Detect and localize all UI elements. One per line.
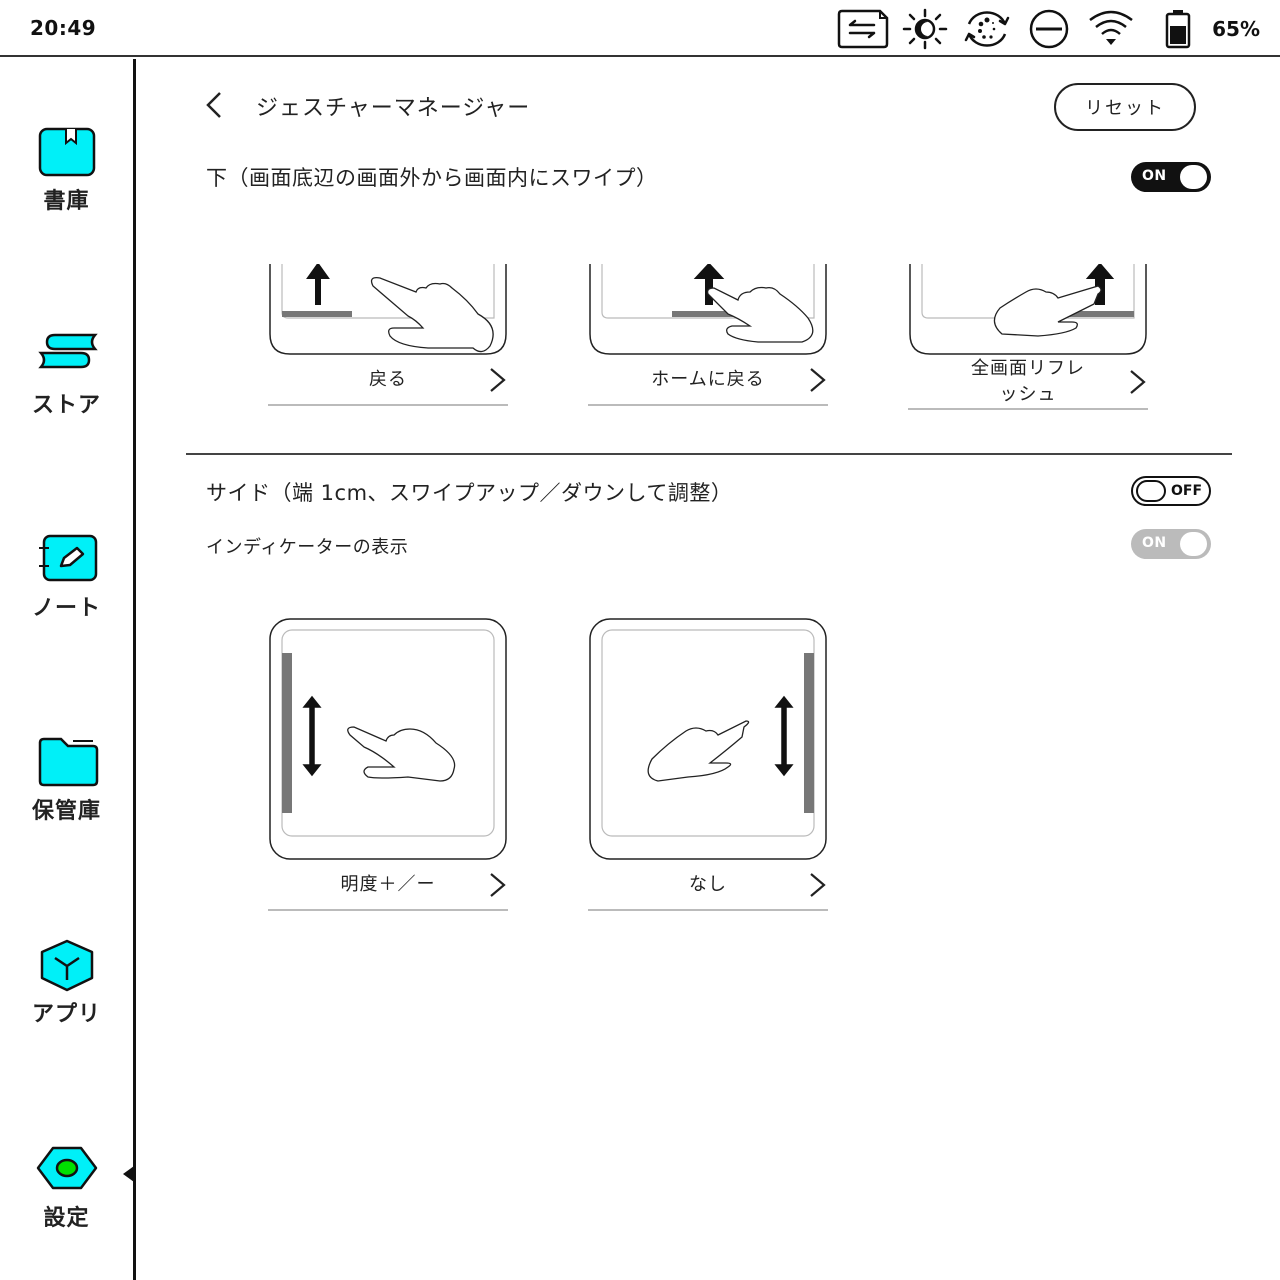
chevron-right-icon [810, 873, 826, 897]
chevron-right-icon [490, 368, 506, 392]
bottom-gesture-label: 下（画面底辺の画面外から画面内にスワイプ） [206, 166, 658, 190]
sidebar-item-label: ノート [31, 596, 101, 621]
card-caption: ホームに戻る [588, 356, 828, 404]
brightness-moon-icon[interactable] [898, 8, 952, 50]
card-caption-text: ホームに戻る [651, 369, 765, 390]
card-caption: 全画面リフレ ッシュ [908, 356, 1148, 408]
file-transfer-icon[interactable] [836, 8, 890, 50]
card-underline [588, 909, 828, 911]
settings-hex-icon [36, 1146, 97, 1190]
sidebar-item-label: ストア [31, 393, 101, 418]
toggle-state-text: OFF [1171, 483, 1203, 499]
sidebar-item-apps[interactable]: アプリ [0, 938, 133, 1028]
toggle-knob [1180, 532, 1207, 556]
sidebar-item-label: 設定 [43, 1206, 90, 1231]
folder-icon [38, 737, 98, 787]
gesture-card-home[interactable]: ホームに戻る [588, 264, 828, 406]
swipe-up-center-illustration [588, 264, 828, 356]
gesture-card-none[interactable]: なし [588, 617, 828, 911]
toggle-knob [1136, 480, 1166, 502]
back-button[interactable] [200, 89, 230, 121]
do-not-disturb-icon[interactable] [1022, 8, 1076, 50]
card-underline [268, 909, 508, 911]
status-icons: 65% [836, 8, 1260, 50]
sidebar-item-label: アプリ [31, 1002, 101, 1027]
card-caption-text: 明度＋／ー [340, 874, 436, 895]
gesture-card-full-refresh[interactable]: 全画面リフレ ッシュ [908, 264, 1148, 410]
chevron-right-icon [490, 873, 506, 897]
refresh-dots-icon[interactable] [960, 8, 1014, 50]
card-underline [588, 404, 828, 406]
card-caption: なし [588, 861, 828, 909]
apps-cube-icon [40, 939, 93, 992]
clock: 20:49 [30, 16, 97, 40]
sidebar-item-library[interactable]: 書庫 [0, 125, 133, 215]
chevron-right-icon [810, 368, 826, 392]
page-title: ジェスチャーマネージャー [256, 96, 531, 121]
side-gesture-label: サイド（端 1cm、スワイプアップ／ダウンして調整） [206, 481, 733, 505]
side-gesture-toggle[interactable]: OFF [1131, 476, 1211, 506]
battery-icon [1158, 8, 1198, 50]
sidebar-item-notes[interactable]: ノート [0, 532, 133, 622]
sidebar-item-store[interactable]: ストア [0, 329, 133, 419]
card-caption: 明度＋／ー [268, 861, 508, 909]
bookshelf-icon [38, 127, 95, 177]
card-underline [908, 408, 1148, 410]
active-nav-marker [123, 1166, 134, 1182]
card-underline [268, 404, 508, 406]
sidebar-item-label: 書庫 [43, 189, 90, 214]
swipe-vertical-left-edge-illustration [268, 617, 508, 861]
note-pencil-icon [38, 534, 97, 582]
gesture-manager-panel: ジェスチャーマネージャー リセット 下（画面底辺の画面外から画面内にスワイプ） … [136, 59, 1280, 1280]
swipe-vertical-right-edge-illustration [588, 617, 828, 861]
sidebar-item-label: 保管庫 [31, 799, 101, 824]
reset-button[interactable]: リセット [1054, 83, 1196, 131]
gesture-card-back[interactable]: 戻る [268, 264, 508, 406]
indicator-display-toggle[interactable]: ON [1131, 529, 1211, 559]
toggle-knob [1180, 165, 1207, 189]
toggle-state-text: ON [1142, 168, 1167, 184]
swipe-up-right-illustration [908, 264, 1148, 356]
sidebar-item-settings[interactable]: 設定 [0, 1142, 133, 1232]
wifi-icon[interactable] [1084, 8, 1138, 50]
store-books-icon [37, 333, 98, 369]
sidebar-item-storage[interactable]: 保管庫 [0, 735, 133, 825]
card-caption-text-line2: ッシュ [999, 384, 1057, 405]
swipe-up-left-illustration [268, 264, 508, 356]
toggle-state-text: ON [1142, 535, 1167, 551]
bottom-gesture-toggle[interactable]: ON [1131, 162, 1211, 192]
chevron-right-icon [1130, 370, 1146, 394]
card-caption-text-line1: 全画面リフレ [971, 358, 1085, 379]
sidebar-divider [133, 59, 136, 1280]
battery-percent: 65% [1212, 17, 1260, 41]
indicator-display-label: インディケーターの表示 [206, 537, 409, 558]
status-bar: 20:49 65% [0, 0, 1280, 57]
chevron-left-icon [206, 92, 221, 118]
section-divider [186, 453, 1232, 455]
sidebar-nav: 書庫 ストア ノート 保管庫 アプリ 設定 [0, 59, 133, 1280]
card-caption: 戻る [268, 356, 508, 404]
card-caption-text: なし [689, 874, 727, 895]
gesture-card-brightness[interactable]: 明度＋／ー [268, 617, 508, 911]
card-caption-text: 戻る [369, 369, 407, 390]
